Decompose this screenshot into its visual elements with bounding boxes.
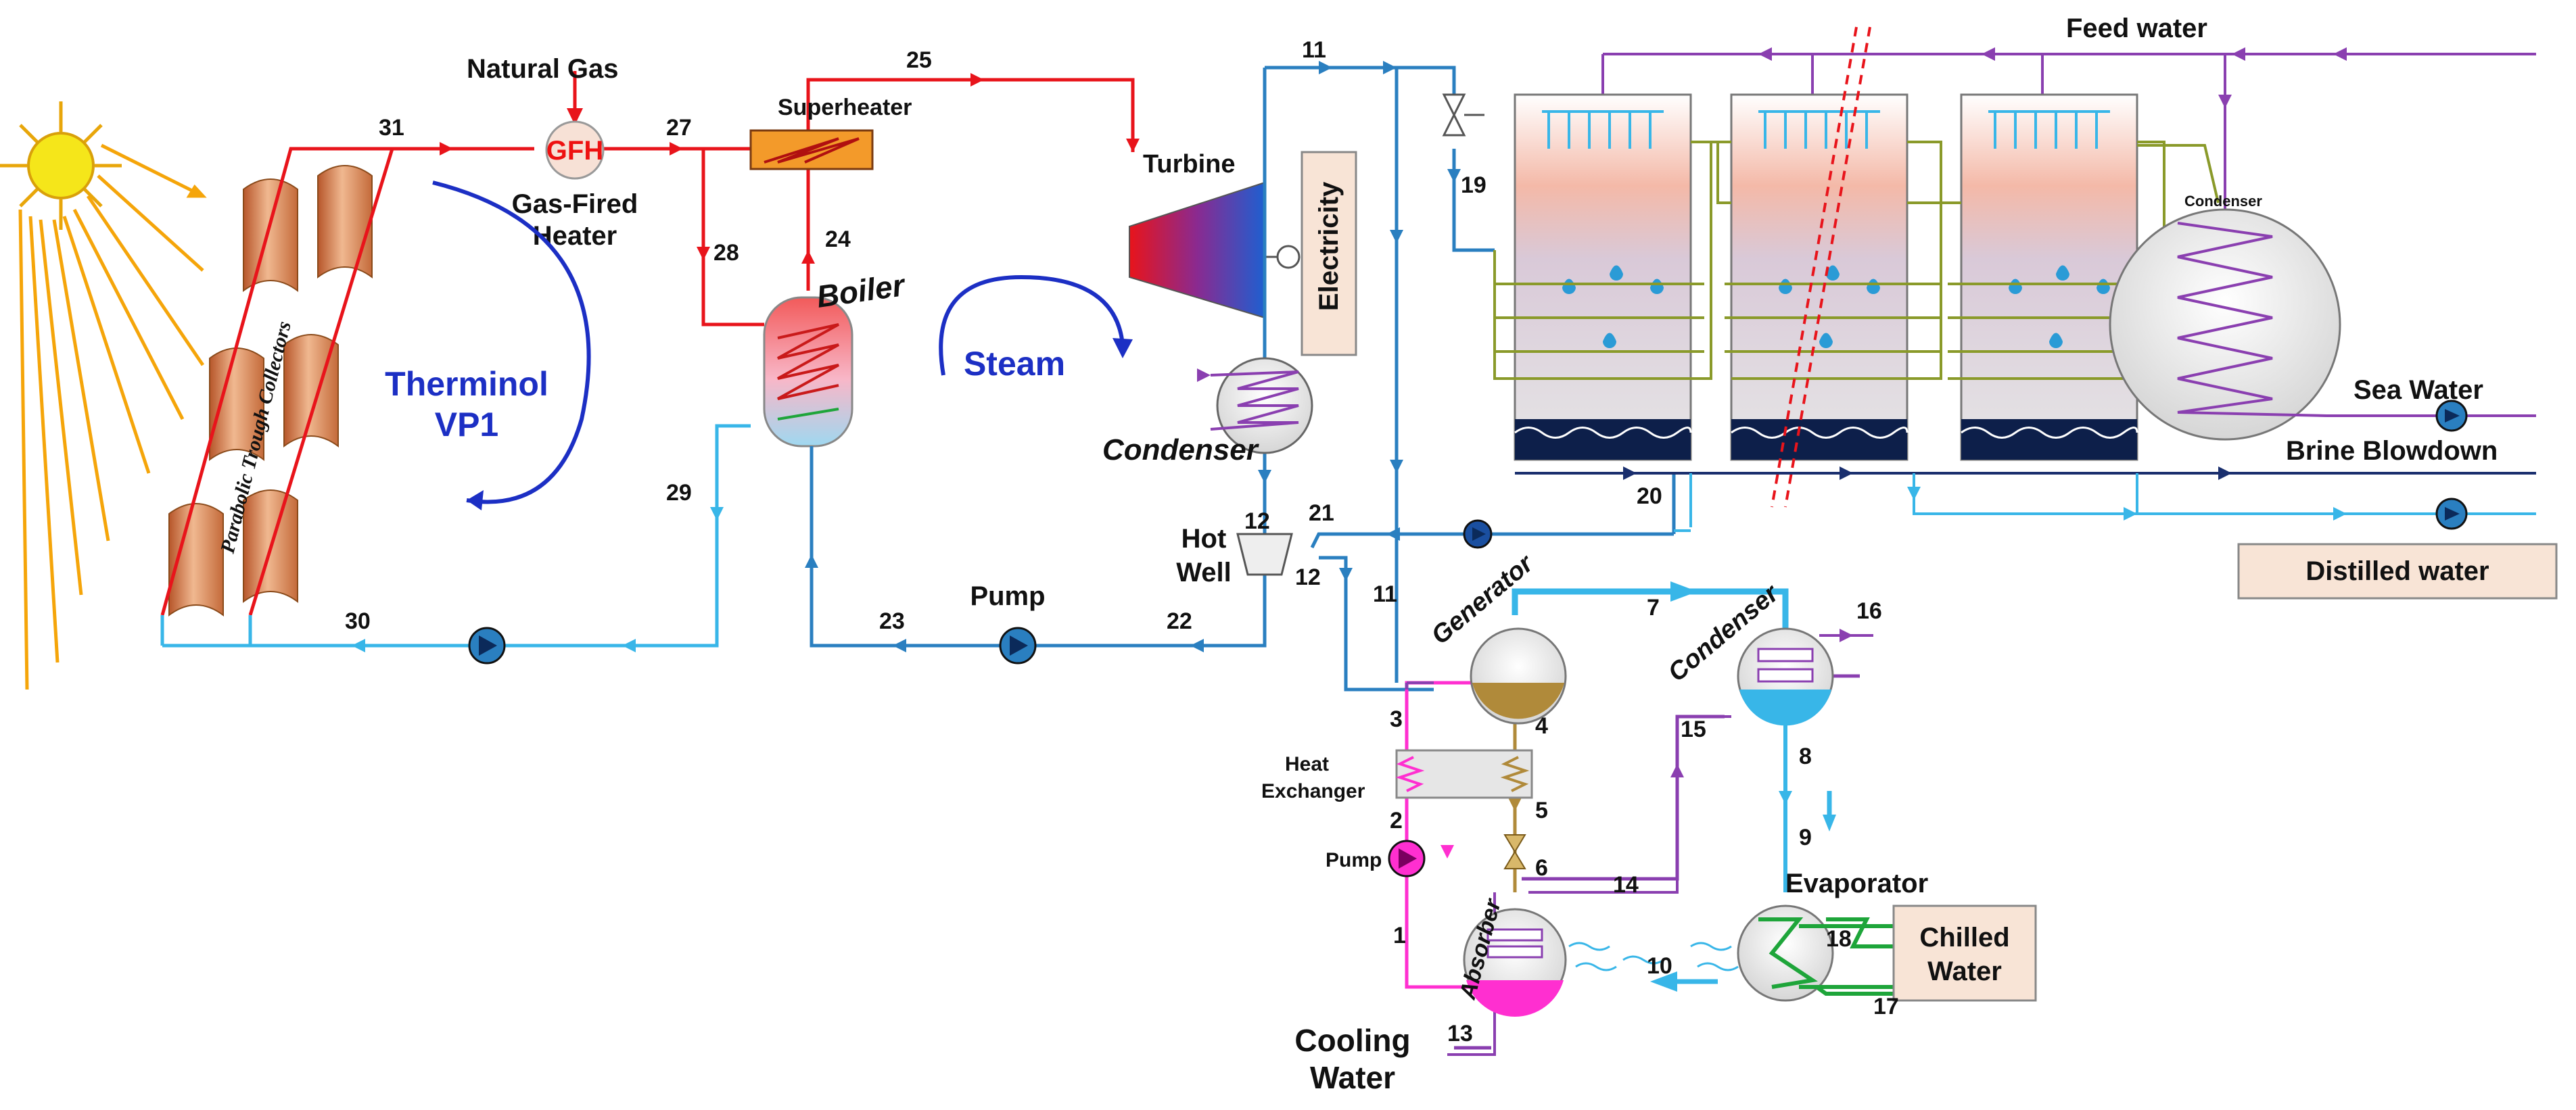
heat-exchanger: Heat Exchanger (1261, 749, 1533, 802)
distilled-water-label: Distilled water (2305, 556, 2489, 586)
solar-rays (18, 143, 207, 690)
state-15: 15 (1681, 717, 1706, 742)
electricity-output: Electricity (1301, 151, 1357, 356)
boiler-label: Boiler (814, 267, 908, 314)
therminol-label: Therminol (385, 365, 548, 403)
state-8: 8 (1799, 744, 1812, 769)
pump-icon (468, 627, 506, 665)
power-condenser-label: Condenser (1102, 433, 1260, 466)
state-23: 23 (879, 608, 905, 634)
gas-fired-label-1: Gas-Fired (512, 189, 638, 219)
state-12-side: 12 (1295, 564, 1321, 590)
turbine-label: Turbine (1143, 150, 1236, 178)
sea-water-label: Sea Water (2353, 375, 2483, 405)
state-1: 1 (1393, 923, 1406, 948)
hot-well-label-2: Well (1176, 558, 1232, 587)
state-31: 31 (379, 115, 404, 141)
state-14: 14 (1613, 872, 1639, 898)
natural-gas-label: Natural Gas (467, 54, 619, 84)
brine-blowdown-label: Brine Blowdown (2286, 436, 2498, 466)
boiler: Boiler (763, 267, 908, 448)
state-19: 19 (1461, 172, 1486, 198)
hot-well: Hot Well (1176, 524, 1293, 587)
pump-icon (1463, 519, 1493, 549)
power-condenser: Condenser (1102, 357, 1313, 466)
valve-19 (1442, 93, 1484, 137)
med-condenser: Condenser (2109, 193, 2341, 441)
state-27: 27 (666, 115, 692, 141)
state-9: 9 (1799, 825, 1812, 850)
state-6: 6 (1535, 855, 1548, 881)
turbine: Turbine (1129, 150, 1301, 319)
state-21: 21 (1309, 500, 1334, 526)
chilled-water-box: Chilled Water (1892, 904, 2037, 1002)
parabolic-trough-collectors: Parabolic Trough Collectors (168, 165, 373, 617)
distilled-water-box: Distilled water (2237, 543, 2558, 600)
state-7: 7 (1647, 595, 1660, 621)
cooling-water-label-1: Cooling (1294, 1023, 1410, 1058)
state-16: 16 (1856, 598, 1882, 624)
state-12-top: 12 (1244, 508, 1270, 534)
superheater-label: Superheater (778, 95, 912, 120)
generator: Generator (1426, 549, 1567, 725)
state-30: 30 (345, 608, 371, 634)
state-4: 4 (1535, 713, 1548, 739)
gas-fired-label-2: Heater (533, 221, 617, 251)
heat-exchanger-label-2: Exchanger (1261, 780, 1365, 802)
med-condenser-label: Condenser (2184, 193, 2262, 210)
med-effect-2 (1730, 93, 1908, 461)
state-10: 10 (1647, 953, 1672, 979)
state-25: 25 (906, 47, 932, 73)
flow-arrows-solar (352, 73, 1140, 652)
steam-label: Steam (964, 345, 1065, 383)
therminol-loop: Therminol VP1 (385, 180, 591, 510)
vapour-transfer (1568, 942, 1739, 971)
pump-icon (2435, 400, 2468, 432)
cooling-water-label-2: Water (1310, 1060, 1395, 1095)
steam-cycle-pipes (810, 66, 1676, 692)
state-11-mid: 11 (1373, 581, 1397, 607)
absorber: Absorber (1455, 896, 1567, 1017)
state-24: 24 (825, 226, 851, 252)
feed-water-label: Feed water (2066, 14, 2207, 43)
pump-icon: Pump (1326, 840, 1426, 877)
abs-condenser: Condenser (1663, 579, 1834, 726)
state-22: 22 (1167, 608, 1192, 634)
main-pump-label: Pump (970, 581, 1045, 611)
electricity-label: Electricity (1314, 181, 1344, 311)
break-marker (1771, 26, 1871, 508)
pump-icon (2435, 498, 2468, 530)
state-2: 2 (1390, 808, 1403, 834)
state-20: 20 (1637, 483, 1662, 509)
state-18: 18 (1826, 926, 1852, 952)
chilled-water-label-2: Water (1927, 957, 2002, 986)
hot-well-label-1: Hot (1181, 524, 1227, 554)
state-29: 29 (666, 480, 692, 506)
state-11-top: 11 (1302, 37, 1326, 63)
steam-loop: Steam (939, 274, 1133, 383)
state-point-labels: 1 2 3 4 5 6 7 8 9 10 11 11 12 12 13 14 1… (345, 37, 1899, 1046)
state-13: 13 (1447, 1021, 1473, 1046)
chilled-water-label-1: Chilled (1919, 923, 2009, 952)
evaporator-label: Evaporator (1785, 869, 1928, 898)
med-effect-1 (1514, 93, 1692, 461)
superheater: Superheater (749, 95, 912, 170)
state-28: 28 (713, 240, 739, 266)
evaporator: Evaporator (1737, 869, 1928, 1002)
gfh-label: GFH (546, 136, 603, 166)
heat-exchanger-label-1: Heat (1285, 753, 1329, 775)
med-effect-3 (1960, 93, 2138, 461)
vp1-label: VP1 (435, 406, 499, 443)
expansion-valve (1503, 834, 1526, 869)
natural-gas-input: Natural Gas (467, 54, 619, 125)
abs-pump-label: Pump (1326, 849, 1382, 871)
flow-arrows-absorption (1441, 581, 1853, 992)
gas-fired-heater: GFH Gas-Fired Heater (512, 120, 638, 251)
sun-icon (0, 101, 122, 230)
state-3: 3 (1390, 706, 1403, 732)
state-17: 17 (1873, 994, 1899, 1019)
state-5: 5 (1535, 798, 1548, 823)
pump-icon: Pump (970, 581, 1046, 665)
